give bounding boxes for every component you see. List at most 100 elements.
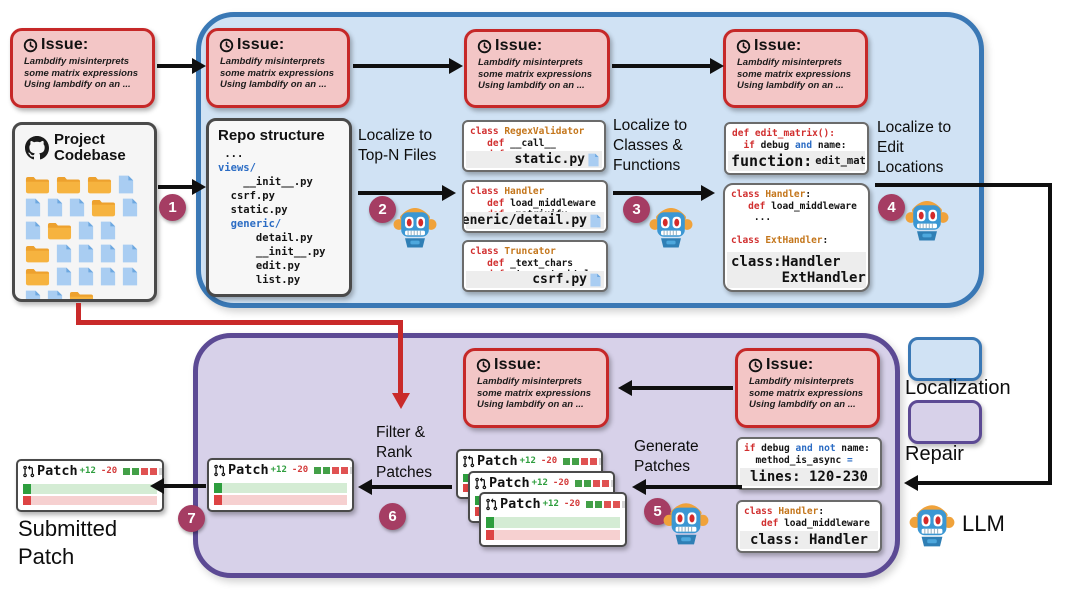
diff-square: [123, 467, 131, 475]
arrowhead: [150, 478, 164, 494]
file-icon: [78, 244, 94, 263]
arrowhead: [192, 179, 206, 195]
file-icon: [118, 175, 134, 194]
file-icon: [78, 267, 94, 286]
patch-icon: [22, 464, 35, 478]
file-footer: static.py: [466, 151, 602, 168]
folder-icon: [69, 290, 94, 299]
llm-robot-icon: [908, 499, 956, 549]
diff-bar-row: [214, 483, 347, 493]
edit-class-footer: class:Handler ExtHandler: [727, 252, 866, 288]
diff-square: [595, 500, 603, 508]
agent-robot-icon: [392, 202, 438, 250]
patch-removed: -20: [100, 466, 118, 476]
diff-bar-row: [23, 495, 157, 505]
diff-square: [341, 466, 349, 474]
codebase-title: Project Codebase: [54, 131, 126, 164]
agent-robot-icon: [648, 202, 694, 250]
diff-square: [150, 467, 158, 475]
diff-bar-row: [486, 529, 620, 540]
repo-title: Repo structure: [218, 127, 325, 144]
arrowhead: [618, 380, 632, 396]
diff-square: [572, 457, 580, 465]
file-icon: [56, 267, 72, 286]
diff-squares: [561, 457, 601, 465]
diff-square: [584, 479, 592, 487]
diff-square: [586, 500, 594, 508]
project-codebase-box: Project Codebase: [12, 122, 157, 302]
issue-icon: [476, 358, 491, 373]
folder-icon: [25, 175, 50, 194]
file-box: class Handler def load_middleware def _m…: [462, 180, 608, 233]
file-name: csrf.py: [532, 272, 587, 287]
patch-card-ranked: Patch +12 -20: [207, 458, 354, 512]
repo-structure-box: Repo structure ...views/ __init__.py csr…: [206, 118, 352, 297]
diff-squares: [584, 500, 625, 508]
repair-lines-footer: lines: 120-230: [740, 468, 878, 486]
step-badge-7: 7: [178, 505, 205, 532]
diff-square: [593, 479, 601, 487]
label-submitted-patch: Submitted Patch: [18, 516, 118, 569]
folder-icon: [47, 221, 72, 240]
step-badge-1: 1: [159, 194, 186, 221]
file-box: class RegexValidator def __call__ def __…: [462, 120, 606, 172]
patch-added: +12: [519, 456, 536, 466]
footer-value: edit_matrix: [815, 155, 867, 167]
diff-squares: [573, 479, 613, 487]
github-icon: [25, 136, 49, 160]
diff-square: [141, 467, 149, 475]
file-footer: generic/detail.py: [464, 212, 604, 229]
arrow-codebase-repo: [158, 185, 192, 189]
legend-localization-swatch: [908, 337, 982, 381]
patch-removed: -20: [552, 478, 570, 488]
patch-added: +12: [531, 478, 548, 488]
issue-title: Issue:: [495, 37, 543, 54]
patch-added: +12: [79, 466, 96, 476]
arrow-submit: [163, 484, 206, 488]
issue-title: Issue:: [237, 36, 285, 53]
file-icon: [588, 153, 599, 167]
step-badge-6: 6: [379, 503, 406, 530]
edit-class-box: class Handler: def load_middleware ... c…: [723, 183, 870, 292]
repair-lines-box: if debug and not name: method_is_async =…: [736, 437, 882, 490]
red-arrow-segment: [398, 320, 403, 394]
diff-bar-row: [23, 484, 157, 494]
arrow-edit-route-bottom: [918, 481, 1052, 485]
step-badge-2: 2: [369, 196, 396, 223]
arrow-generate: [645, 485, 742, 489]
patch-label: Patch: [37, 463, 78, 479]
patch-label: Patch: [500, 496, 541, 512]
red-arrow-segment: [76, 320, 403, 325]
folder-icon: [87, 175, 112, 194]
arrow-issue-1-2: [157, 64, 192, 68]
diff-square: [563, 457, 571, 465]
folder-icon: [25, 244, 50, 263]
issue-title: Issue:: [766, 356, 814, 373]
diff-square: [132, 467, 140, 475]
diff-square: [323, 466, 331, 474]
red-arrowhead: [392, 393, 410, 409]
diff-square: [604, 500, 612, 508]
diff-square: [590, 457, 598, 465]
file-icon: [47, 290, 63, 299]
legend-repair-swatch: [908, 400, 982, 444]
legend-localization-label: Localization: [905, 377, 1011, 399]
issue-icon: [477, 39, 492, 54]
issue-icon: [23, 38, 38, 53]
issue-title: Issue:: [754, 37, 802, 54]
issue-icon: [748, 358, 763, 373]
patch-icon: [485, 497, 498, 511]
footer-value: lines: 120-230: [749, 469, 868, 485]
legend-repair-label: Repair: [905, 443, 964, 465]
file-icon: [590, 214, 601, 228]
file-icon: [100, 221, 116, 240]
code-snippet: class Handler: def load_middleware ... c…: [731, 189, 857, 258]
patch-removed: -20: [291, 465, 309, 475]
